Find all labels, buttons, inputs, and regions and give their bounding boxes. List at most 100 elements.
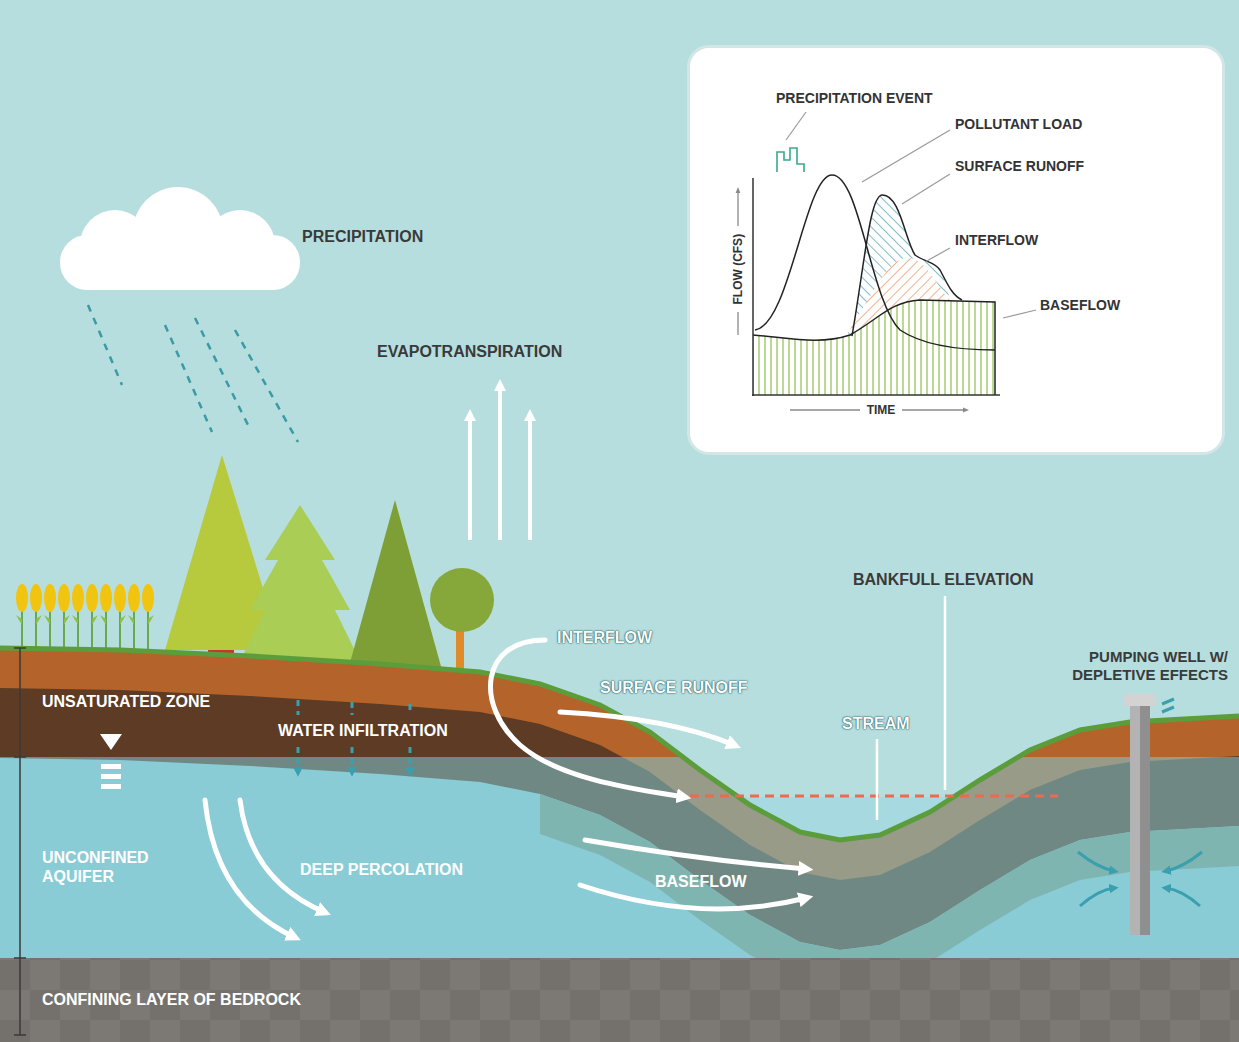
flow-arrows bbox=[490, 640, 684, 797]
corn-field bbox=[92, 615, 98, 625]
axis-arrows bbox=[737, 312, 738, 335]
axes bbox=[752, 178, 1000, 396]
leader-lines bbox=[944, 596, 947, 790]
corn-field bbox=[16, 615, 154, 625]
scene-label: EVAPOTRANSPIRATION bbox=[377, 342, 562, 361]
corn-field bbox=[142, 584, 154, 612]
axis-arrows bbox=[902, 409, 966, 410]
axis-arrows bbox=[738, 190, 966, 410]
corn-field bbox=[44, 615, 50, 625]
scene-label: PUMPING WELL W/ DEPLETIVE EFFECTS bbox=[1040, 648, 1228, 684]
chart-leaders bbox=[786, 112, 806, 140]
axes bbox=[752, 394, 1000, 396]
pollutant-curve bbox=[755, 175, 995, 350]
scene-label: SURFACE RUNOFF bbox=[600, 678, 748, 697]
ground-layers bbox=[0, 648, 1239, 990]
corn-field bbox=[36, 615, 42, 625]
pumping-well bbox=[1124, 694, 1156, 706]
zone-bracket bbox=[19, 648, 21, 1035]
bedrock bbox=[0, 958, 1239, 1042]
corn-field bbox=[72, 584, 84, 612]
corn-field bbox=[16, 584, 154, 612]
axis-arrows bbox=[737, 190, 738, 226]
corn-field bbox=[16, 615, 22, 625]
rain bbox=[195, 318, 248, 425]
pumping-well bbox=[1078, 694, 1202, 935]
infiltration-arrows bbox=[297, 700, 300, 715]
scene-label: WATER INFILTRATION bbox=[278, 721, 448, 740]
cloud bbox=[60, 187, 300, 290]
pumping-well bbox=[1166, 852, 1202, 871]
chart-leaders bbox=[925, 248, 950, 262]
series-label: PRECIPITATION EVENT bbox=[776, 90, 933, 107]
hydrograph-panel: PRECIPITATION EVENT POLLUTANT LOAD SURFACE… bbox=[687, 45, 1225, 455]
evapotranspiration-arrows bbox=[498, 385, 502, 540]
hydrograph-chart bbox=[753, 175, 995, 395]
corn-field bbox=[16, 584, 28, 612]
pumping-well bbox=[1166, 888, 1200, 906]
pumping-well bbox=[1078, 852, 1114, 871]
scene-label: UNCONFINED AQUIFER bbox=[42, 848, 167, 886]
axis-label: TIME bbox=[867, 403, 896, 417]
water-table-symbol bbox=[101, 764, 121, 769]
chart-leaders bbox=[902, 174, 950, 204]
series-label: SURFACE RUNOFF bbox=[955, 158, 1084, 175]
series-label: BASEFLOW bbox=[1040, 297, 1120, 314]
chart-leaders bbox=[862, 130, 950, 182]
trees bbox=[348, 500, 442, 670]
infiltration-arrows bbox=[409, 747, 412, 772]
rain bbox=[235, 330, 298, 442]
infiltration-arrows bbox=[409, 704, 412, 715]
pumping-well bbox=[1162, 699, 1174, 704]
flow-arrows bbox=[585, 840, 806, 869]
corn-field bbox=[100, 615, 106, 625]
corn-field bbox=[148, 615, 154, 625]
infiltration-arrows bbox=[297, 747, 300, 772]
flow-arrows bbox=[560, 712, 734, 745]
corn-field bbox=[114, 584, 126, 612]
corn-field bbox=[86, 584, 98, 612]
series-label: INTERFLOW bbox=[955, 232, 1038, 249]
trees bbox=[238, 505, 362, 665]
pumping-well bbox=[1078, 699, 1202, 906]
corn-field bbox=[100, 584, 112, 612]
surface-runoff-area bbox=[845, 195, 950, 337]
corn-field bbox=[72, 615, 78, 625]
evapotranspiration-arrows bbox=[528, 415, 532, 540]
scene-label: BASEFLOW bbox=[655, 872, 747, 891]
water-table-symbol bbox=[101, 784, 121, 789]
corn-field bbox=[44, 584, 56, 612]
corn-field bbox=[64, 615, 70, 625]
corn-field bbox=[30, 584, 42, 612]
infiltration-arrows bbox=[351, 747, 354, 772]
cloud bbox=[205, 210, 275, 280]
scene-label: CONFINING LAYER OF BEDROCK bbox=[42, 990, 301, 1009]
pumping-well bbox=[1130, 700, 1150, 935]
hydrograph-chart bbox=[690, 48, 1222, 452]
zone-bracket bbox=[14, 648, 26, 1035]
pumping-well bbox=[1162, 707, 1174, 712]
corn-field bbox=[128, 615, 134, 625]
axes bbox=[752, 178, 754, 396]
leader-lines bbox=[877, 596, 945, 820]
pumping-well bbox=[1080, 888, 1114, 906]
corn-field bbox=[120, 615, 126, 625]
water-table-symbol bbox=[100, 734, 122, 750]
rain bbox=[165, 325, 212, 432]
zone-bracket bbox=[14, 1034, 26, 1036]
leader-lines bbox=[876, 739, 879, 820]
scene-label: PRECIPITATION bbox=[302, 227, 423, 246]
scene-label: DEEP PERCOLATION bbox=[300, 860, 463, 879]
trees bbox=[430, 568, 494, 632]
flow-arrows bbox=[240, 800, 324, 912]
runoff-curve bbox=[852, 195, 962, 336]
scene-label: UNSATURATED ZONE bbox=[42, 692, 210, 711]
series-label: POLLUTANT LOAD bbox=[955, 116, 1082, 133]
aquifer bbox=[0, 648, 1239, 958]
evapotranspiration-arrows bbox=[470, 385, 530, 540]
chart-leaders bbox=[1003, 310, 1036, 318]
chart-leaders bbox=[786, 112, 1036, 318]
axis-label: FLOW (CFS) bbox=[731, 234, 745, 305]
